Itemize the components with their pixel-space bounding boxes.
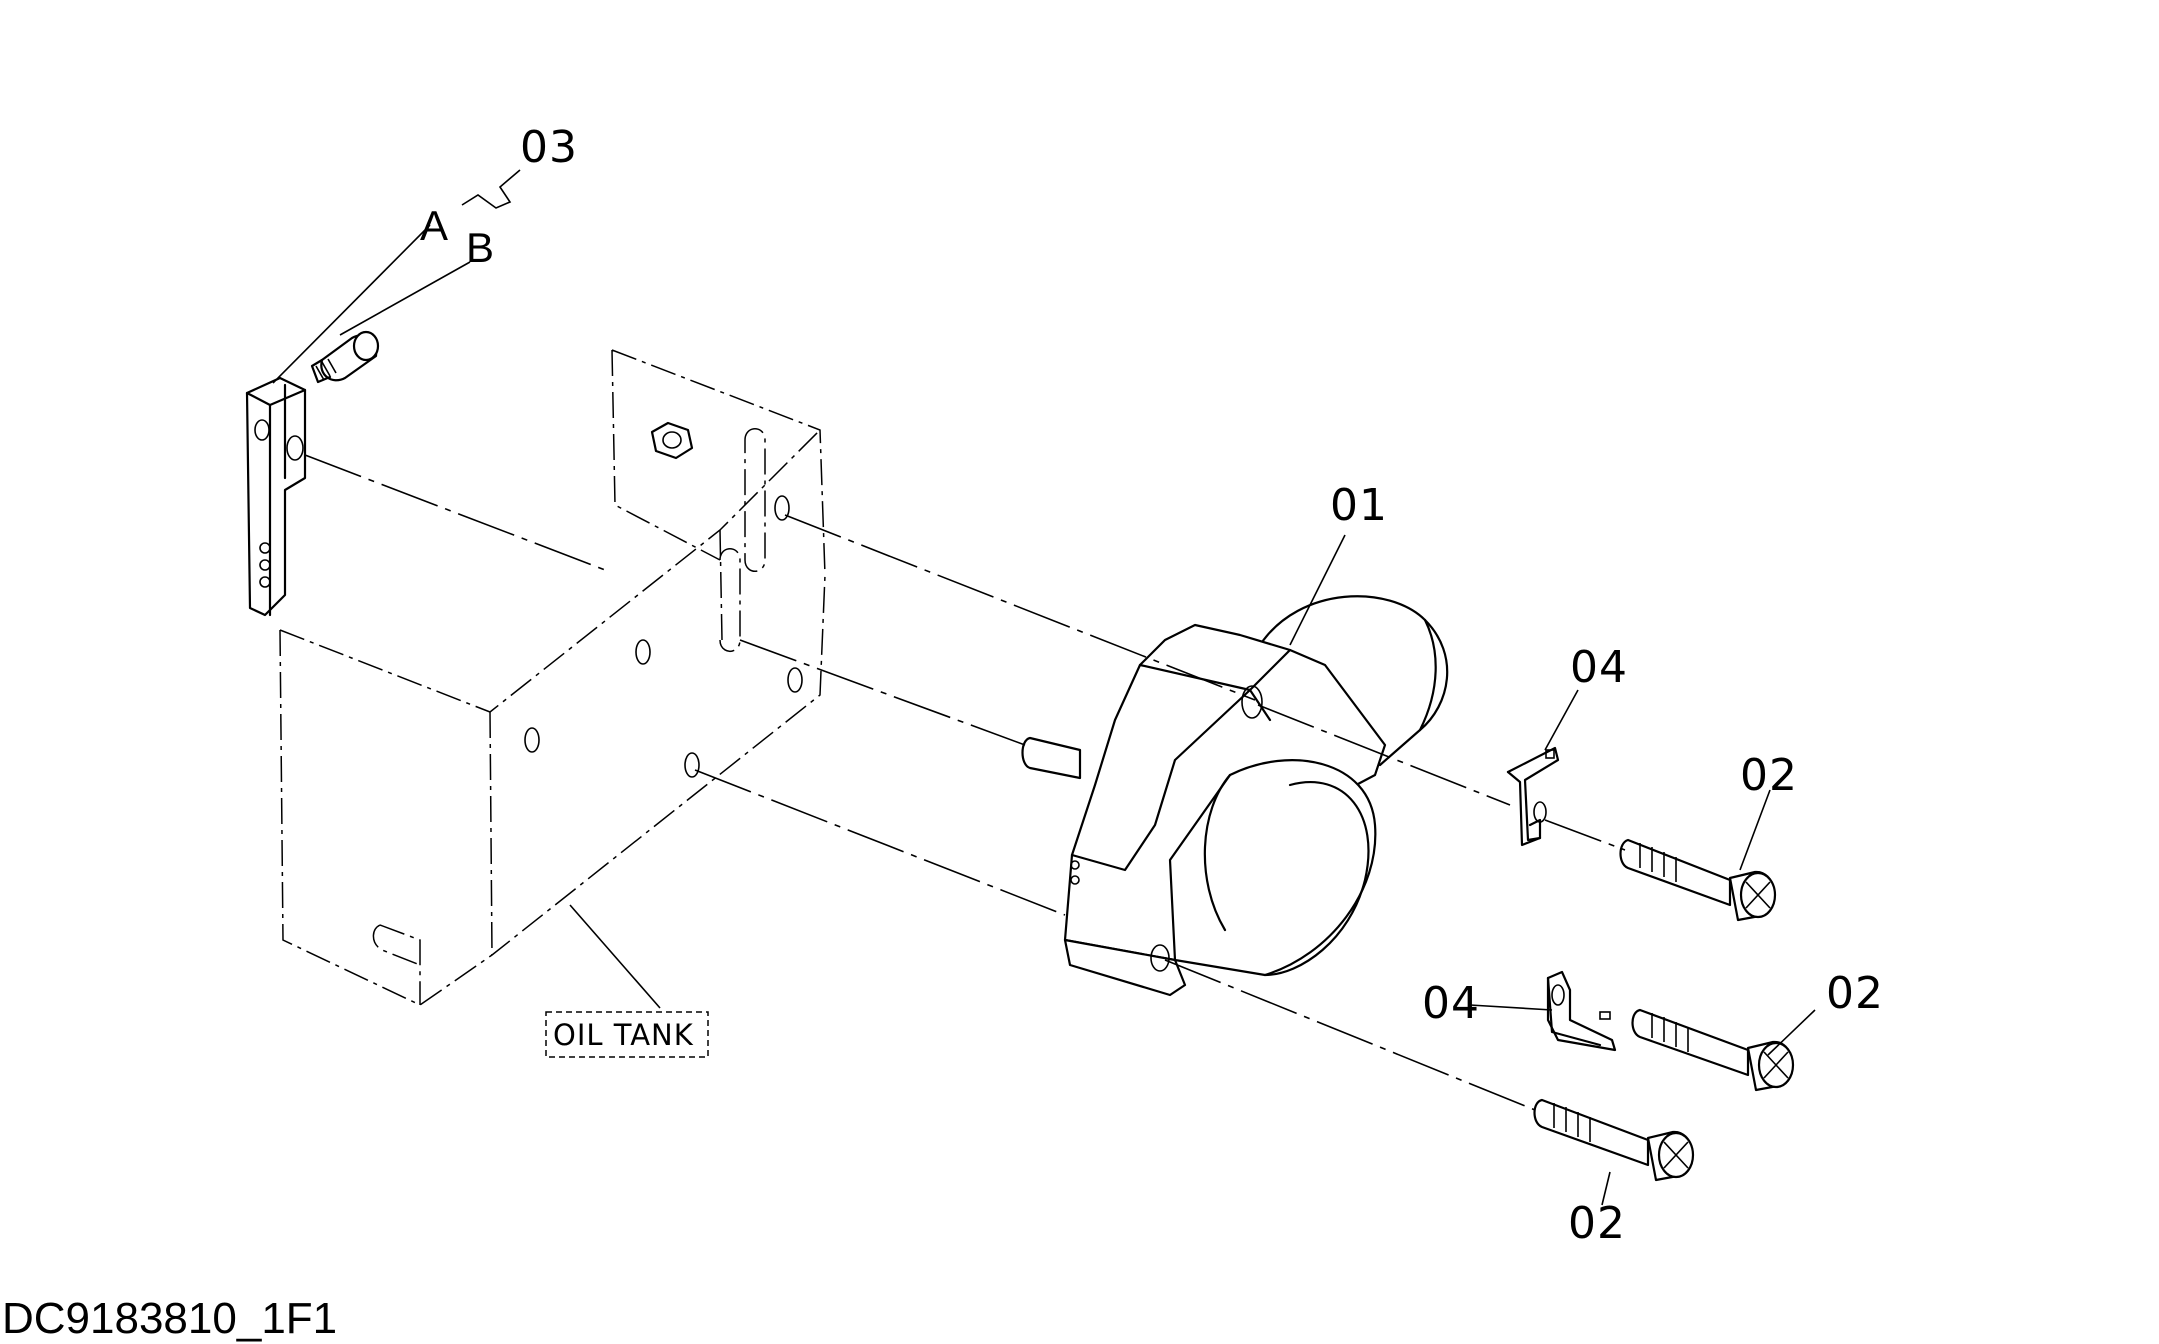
- actuator-body: [1021, 595, 1449, 997]
- lever-bracket: [245, 376, 307, 617]
- callout-02-lower: 02: [1568, 1198, 1626, 1249]
- leader-lines: [272, 169, 1816, 1206]
- sub-label-b: B: [466, 224, 494, 271]
- drawing-id: DC9183810_1F1: [2, 1294, 337, 1343]
- lever-screw: [310, 330, 380, 384]
- clip-upper: [1506, 746, 1560, 847]
- oil-tank-bracket: [279, 349, 826, 1006]
- sub-label-a: A: [420, 202, 448, 249]
- callout-02-middle: 02: [1826, 968, 1884, 1019]
- oil-tank-label: OIL TANK: [553, 1018, 694, 1052]
- bolt-middle: [1631, 1008, 1795, 1092]
- bolt-upper: [1619, 838, 1777, 922]
- oil-tank-label-box: [545, 1011, 709, 1058]
- callout-04-upper: 04: [1570, 642, 1628, 693]
- assembly-lines: [304, 454, 1626, 1111]
- clip-lower: [1546, 970, 1617, 1052]
- bolt-lower: [1533, 1098, 1695, 1182]
- callout-03: 03: [520, 122, 578, 173]
- callout-01: 01: [1330, 480, 1388, 531]
- callout-04-lower: 04: [1422, 978, 1480, 1029]
- callout-02-upper: 02: [1740, 750, 1798, 801]
